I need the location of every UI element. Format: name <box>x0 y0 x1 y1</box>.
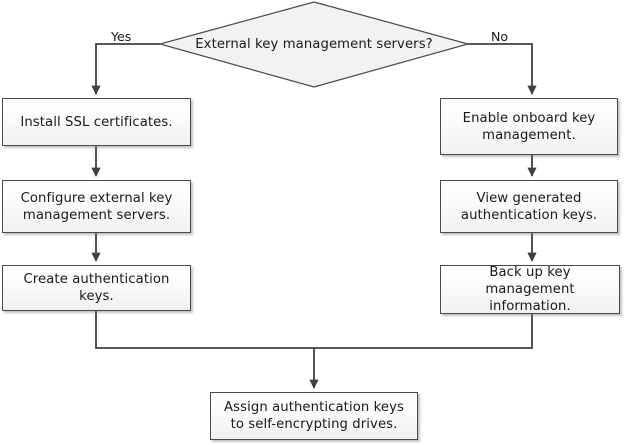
node-assign-authentication-keys[interactable]: Assign authentication keys to self-encry… <box>210 392 418 440</box>
edge-yes <box>91 43 160 95</box>
node-back-up-key-management-information-label: Back up key management information. <box>485 265 575 314</box>
node-install-ssl-certificates[interactable]: Install SSL certificates. <box>2 98 191 146</box>
node-configure-external-key-management-servers[interactable]: Configure external key management server… <box>2 180 191 233</box>
edge-label-yes: Yes <box>111 29 132 44</box>
node-back-up-key-management-information[interactable]: Back up key management information. <box>440 265 620 314</box>
node-assign-authentication-keys-label: Assign authentication keys to self-encry… <box>224 400 404 432</box>
node-create-authentication-keys-label: Create authentication keys. <box>23 272 170 304</box>
node-create-authentication-keys[interactable]: Create authentication keys. <box>2 265 191 311</box>
node-enable-onboard-key-management-label: Enable onboard key management. <box>462 110 596 143</box>
decision-node[interactable]: External key management servers? <box>158 0 470 90</box>
edge-merge-right <box>314 314 533 349</box>
node-view-generated-authentication-keys-label: View generated authentication keys. <box>460 190 598 223</box>
decision-node-label: External key management servers? <box>195 36 433 52</box>
node-enable-onboard-key-management[interactable]: Enable onboard key management. <box>440 98 618 155</box>
edge-label-no: No <box>491 29 509 44</box>
edge-merge-left <box>95 311 314 349</box>
node-configure-external-key-management-servers-label: Configure external key management server… <box>20 190 173 223</box>
node-view-generated-authentication-keys[interactable]: View generated authentication keys. <box>440 180 618 233</box>
edge-no <box>468 43 537 95</box>
node-install-ssl-certificates-label: Install SSL certificates. <box>20 114 173 130</box>
